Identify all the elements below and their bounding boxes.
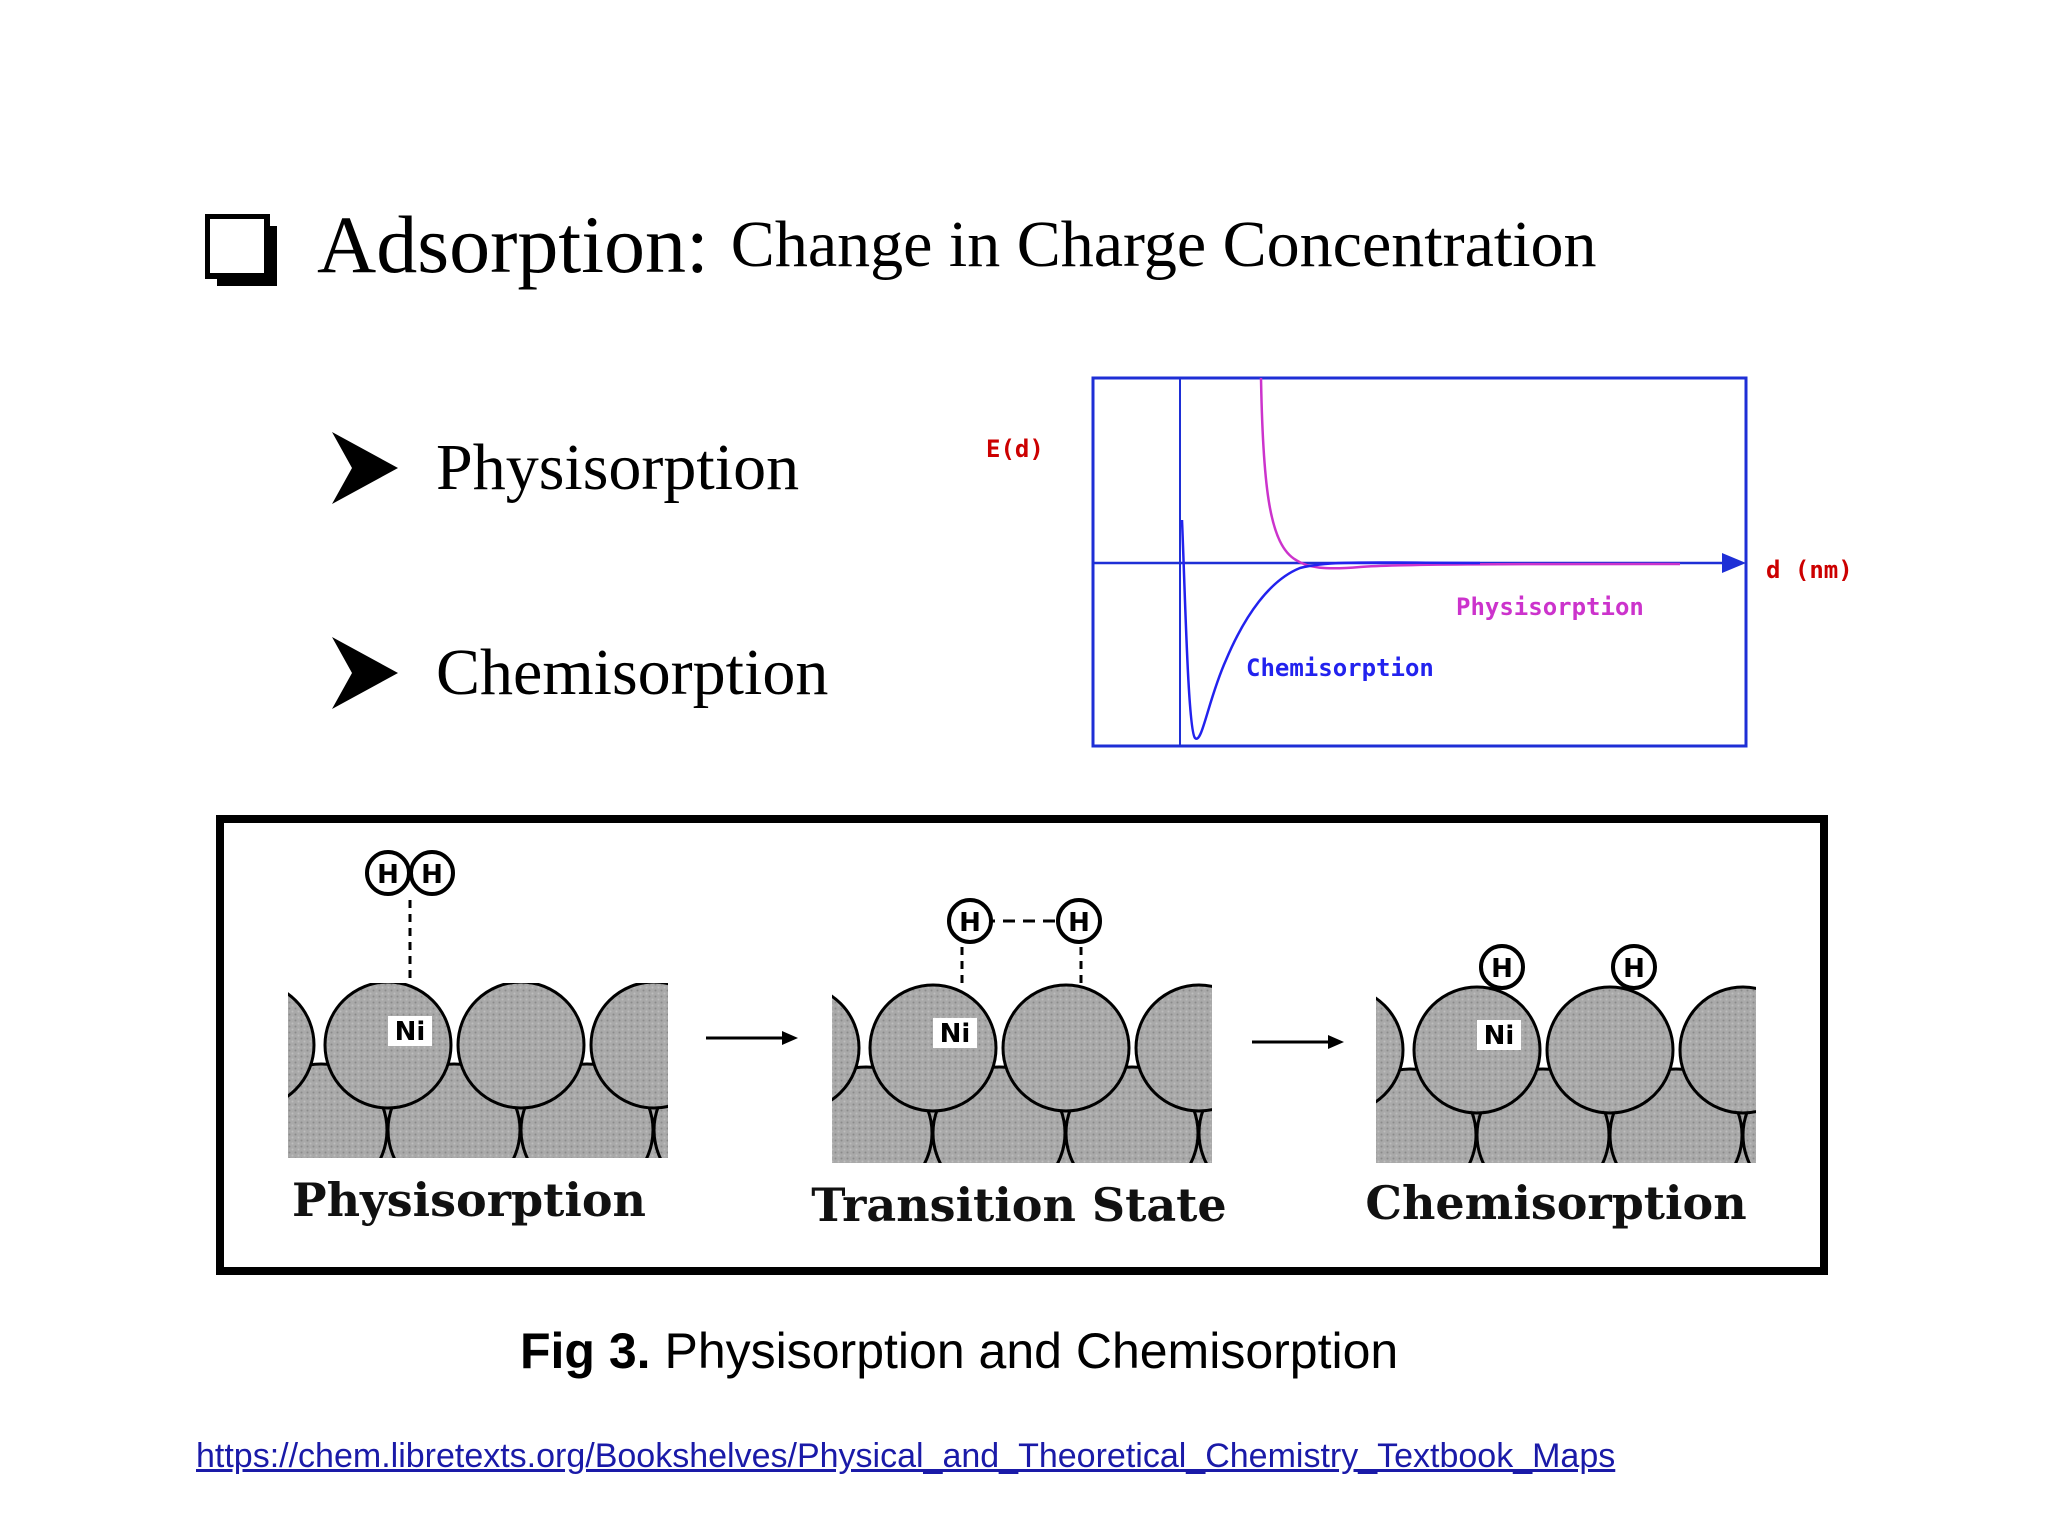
bullet-label: Physisorption xyxy=(436,431,800,504)
caption-text: Physisorption and Chemisorption xyxy=(664,1323,1399,1379)
plot-x-label: d (nm) xyxy=(1766,556,1853,584)
bullet-physisorption: Physisorption xyxy=(330,430,799,506)
ni-atom-label: Ni xyxy=(1484,1021,1515,1051)
chemisorption-curve xyxy=(1180,519,1481,740)
bullet-label: Chemisorption xyxy=(436,636,829,709)
hydrogen-label: H xyxy=(1491,954,1513,984)
source-link[interactable]: https://chem.libretexts.org/Bookshelves/… xyxy=(196,1437,1616,1475)
hydrogen-atom xyxy=(1479,944,1525,990)
panel-label-transition-state: Transition State xyxy=(811,1178,1226,1232)
nickel-surface-2 xyxy=(832,983,1212,1163)
physisorption-curve xyxy=(1259,377,1681,570)
ni-atom-label: Ni xyxy=(940,1019,971,1049)
caption-figure-number: Fig 3. xyxy=(520,1323,651,1379)
adsorption-figure: Ni H H Physisorption Ni H H Transition S… xyxy=(216,815,1828,1275)
hydrogen-label: H xyxy=(421,860,443,890)
checkbox-bullet-icon xyxy=(204,213,277,286)
hydrogen-label: H xyxy=(1623,954,1645,984)
physisorption-curve-label: Physisorption xyxy=(1456,593,1644,621)
title-sub: Change in Charge Concentration xyxy=(730,208,1597,281)
ni-atom-label: Ni xyxy=(395,1017,426,1047)
panel-label-chemisorption: Chemisorption xyxy=(1365,1176,1746,1230)
arrowhead-bullet-icon xyxy=(332,432,398,504)
figure-caption: Fig 3. Physisorption and Chemisorption xyxy=(520,1322,1398,1380)
title-main: Adsorption: xyxy=(317,199,709,290)
slide-title: Adsorption: Change in Charge Concentrati… xyxy=(204,195,1597,295)
chemisorption-curve-label: Chemisorption xyxy=(1246,654,1434,682)
hydrogen-atom xyxy=(1056,898,1102,944)
ni-label-bg xyxy=(933,1018,977,1048)
bullet-chemisorption: Chemisorption xyxy=(330,635,828,711)
hydrogen-atom xyxy=(1611,944,1657,990)
energy-distance-plot: E(d) d (nm) Physisorption Chemisorption xyxy=(986,376,1853,748)
hydrogen-atom xyxy=(409,850,455,896)
hydrogen-label: H xyxy=(959,908,981,938)
ni-label-bg xyxy=(1477,1020,1521,1050)
axis-arrow-icon xyxy=(1722,553,1746,573)
plot-y-label: E(d) xyxy=(986,435,1044,463)
nickel-surface-3 xyxy=(1376,985,1756,1163)
hydrogen-label: H xyxy=(1068,908,1090,938)
hydrogen-atom xyxy=(947,898,993,944)
panel-label-physisorption: Physisorption xyxy=(292,1173,646,1227)
hydrogen-label: H xyxy=(377,860,399,890)
nickel-surface-1 xyxy=(288,983,668,1158)
arrowhead-bullet-icon xyxy=(332,637,398,709)
ni-label-bg xyxy=(388,1016,432,1046)
